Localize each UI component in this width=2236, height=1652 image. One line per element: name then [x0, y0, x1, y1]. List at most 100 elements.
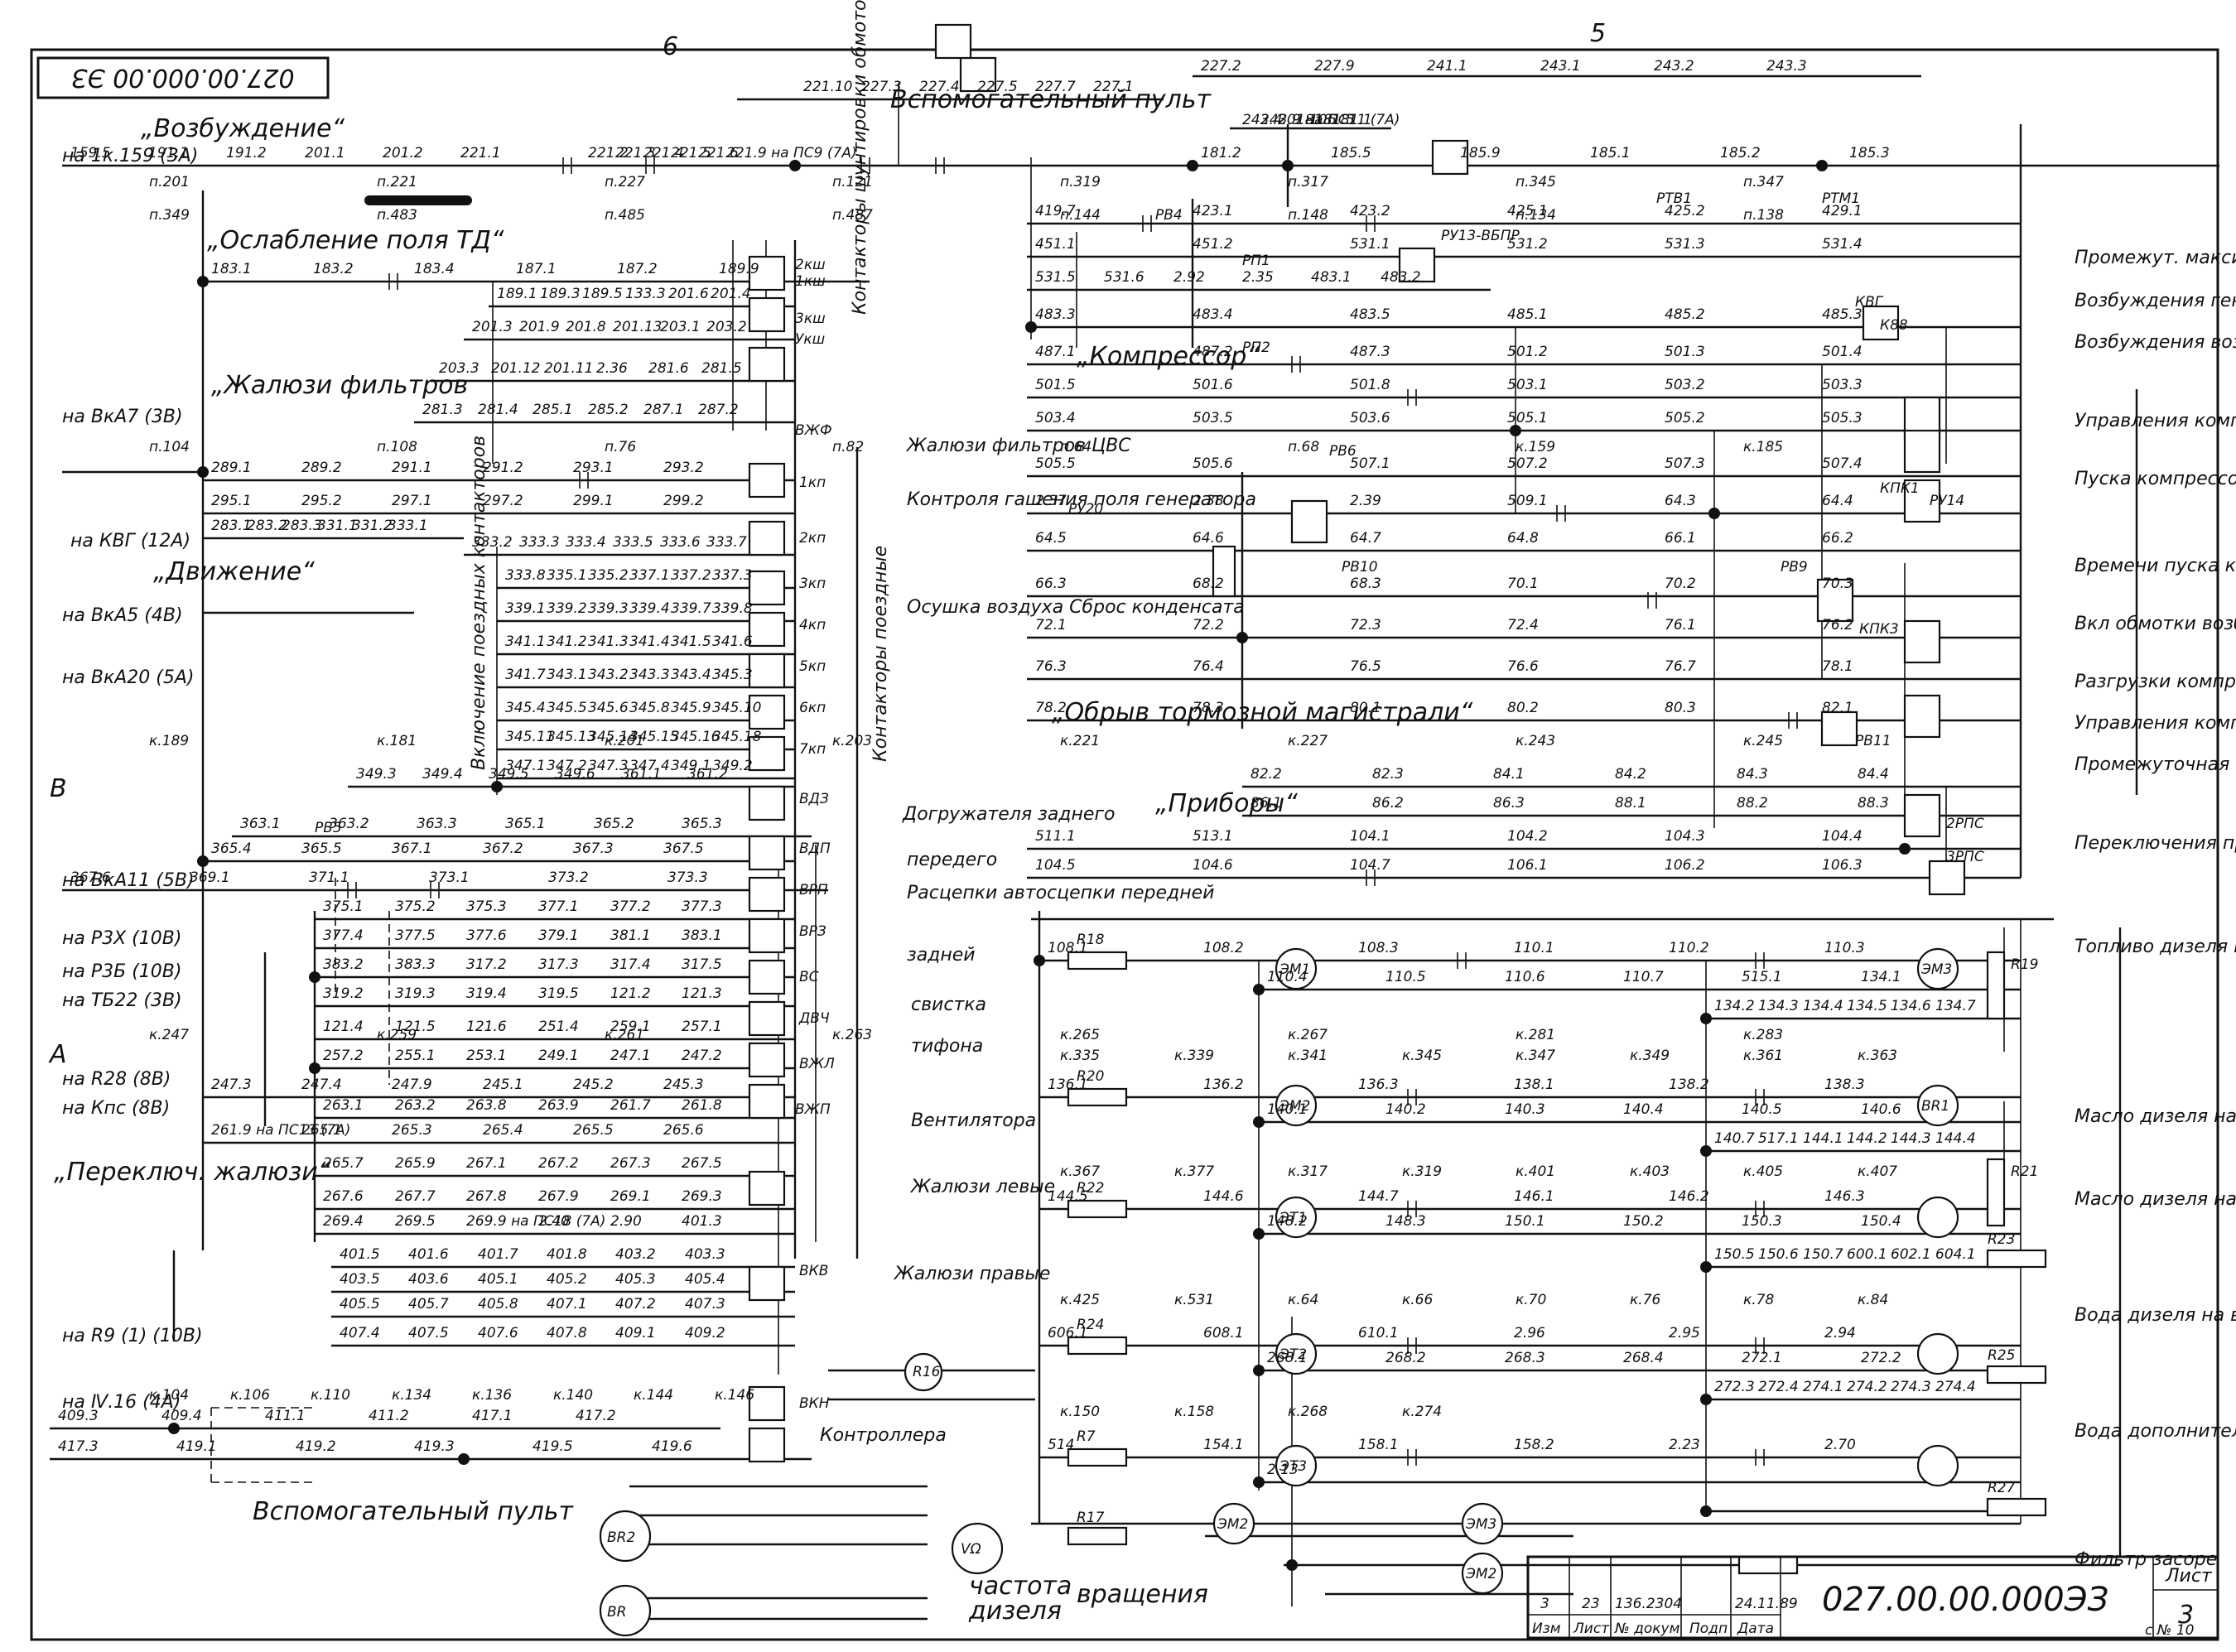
desc-fan: Вентилятора	[911, 1110, 1036, 1131]
sensor-label: ЭТ1	[1279, 1210, 1307, 1226]
point-label: п.76	[605, 439, 636, 455]
wire-label: 363.1	[240, 816, 281, 832]
point-label: к.363	[1858, 1048, 1897, 1064]
sheet-border	[30, 48, 2219, 1641]
point-label: п.221	[377, 174, 417, 190]
wire-label: 78.2	[1035, 700, 1067, 716]
wire-label: 383.2	[323, 956, 364, 973]
wire-label: 263.2	[395, 1097, 436, 1114]
wire-label: 138.1	[1514, 1076, 1554, 1093]
wire-label: 515.1	[1742, 969, 1782, 985]
wire-label: 369.1	[190, 869, 230, 886]
wire-label: 333.8	[505, 567, 546, 584]
wire-label: 345.6	[588, 700, 629, 716]
wire-label: 76.5	[1350, 658, 1381, 675]
wire-label: 221.10	[803, 79, 852, 95]
wire-label: 158.1	[1358, 1437, 1399, 1453]
wire-label: 505.5	[1035, 455, 1076, 472]
wire-label: 363.3	[417, 816, 457, 832]
point-label: к.158	[1174, 1404, 1214, 1420]
wire-label: 84.2	[1615, 766, 1646, 783]
wire-label: 503.2	[1665, 377, 1705, 393]
wire-label: 401.5	[340, 1246, 380, 1263]
coil-label: РУ20	[1068, 501, 1103, 518]
wire-label: 269.4	[323, 1213, 364, 1230]
coil-label: 1кп	[799, 474, 826, 491]
wire-label: 287.2	[698, 402, 739, 418]
wire-label: 80.2	[1507, 700, 1539, 716]
wire-label: 189.1	[497, 286, 537, 302]
wire-label: 82.3	[1372, 766, 1404, 783]
coil-label: ВЖЛ	[799, 1056, 835, 1072]
wire-label: 371.1	[309, 869, 349, 886]
desc-water-out: Вода дизеля на выходе	[2075, 1305, 2236, 1326]
wire-label: 405.1	[478, 1271, 518, 1288]
wire-label: 483.3	[1035, 306, 1076, 323]
coil-label: КВГ	[1855, 294, 1884, 311]
wire-label: 407.5	[408, 1325, 449, 1341]
row-mark-a: A	[48, 1040, 67, 1069]
wire-label: 144.3	[1891, 1130, 1931, 1147]
wire-label: 146.3	[1824, 1188, 1865, 1205]
desc-typhon: тифона	[911, 1036, 983, 1057]
wire-label: 403.6	[408, 1271, 449, 1288]
wire-label: 429.1	[1822, 203, 1863, 219]
wire-label: 243.9 на ПС11 (7А)	[1260, 112, 1400, 128]
wire-label: 347.2	[547, 758, 587, 774]
wire-label: 82.2	[1251, 766, 1282, 783]
point-label: п.134	[1516, 207, 1556, 224]
wire-label: 140.4	[1623, 1101, 1664, 1118]
relay-coils	[748, 23, 1966, 1463]
coil-label: 6кп	[799, 700, 826, 716]
sensor-label: R25	[1988, 1347, 2015, 1364]
point-label: п.317	[1288, 174, 1328, 190]
wire-label: 2.40	[538, 1213, 570, 1230]
wire-label: 66.2	[1822, 530, 1853, 547]
coil-label: ВЖП	[795, 1101, 831, 1118]
wire-label: 335.2	[588, 567, 629, 584]
wire-label: 483.1	[1311, 269, 1352, 286]
wire-label: 501.4	[1822, 344, 1863, 360]
ref-0: на 1к.159 (3А)	[62, 146, 198, 166]
wire-label: 265.1	[301, 1122, 342, 1139]
wire-label: 513.1	[1193, 828, 1233, 845]
wire-label: 247.9	[392, 1076, 432, 1093]
wire-label: 531.6	[1104, 269, 1145, 286]
sensor-label: ЭМ2	[1279, 1098, 1310, 1115]
desc-compressor-start-time: Времени пуска компрессора	[2075, 556, 2236, 576]
wire-label: 104.5	[1035, 857, 1076, 874]
wire-label: 263.8	[466, 1097, 507, 1114]
wire-label: 267.6	[323, 1188, 364, 1205]
tb-col-sign: Подп	[1689, 1621, 1728, 1637]
tb-sheet-val: 23	[1582, 1596, 1600, 1612]
label-aux-panel-top: Вспомогательный пульт	[890, 85, 1212, 114]
wire-label: 110.3	[1824, 940, 1865, 956]
point-label: к.189	[149, 733, 189, 749]
wire-label: 150.4	[1861, 1213, 1901, 1230]
wire-label: 299.1	[573, 493, 614, 509]
desc-filter-clog: Фильтр засоре	[2075, 1549, 2217, 1570]
desc-compressor-control-2: Управления компрессором	[2075, 713, 2236, 734]
wire-label: 146.2	[1669, 1188, 1709, 1205]
wire-label: 76.1	[1665, 617, 1696, 633]
wire-label: 201.12	[491, 360, 540, 377]
sensor-label: R19	[2011, 956, 2038, 973]
desc-compressor-control-1: Управления компрессором	[2075, 411, 2236, 431]
wire-label: 295.2	[301, 493, 342, 509]
wire-label: 483.4	[1193, 306, 1233, 323]
wire-label: 268.4	[1623, 1350, 1664, 1366]
wire-label: 201.11	[544, 360, 593, 377]
wire-label: 110.7	[1623, 969, 1664, 985]
wire-label: 138.3	[1824, 1076, 1865, 1093]
wire-label: 417.1	[472, 1408, 513, 1424]
desc-gen-excitation: Возбуждения генератора	[2075, 291, 2236, 311]
wire-label: 365.3	[682, 816, 722, 832]
sensor-label: R23	[1988, 1231, 2015, 1248]
wire-label: 86.3	[1493, 795, 1525, 812]
wire-label: 227.2	[1201, 58, 1241, 75]
point-label: к.70	[1516, 1292, 1546, 1308]
desc-field-suppression: Контроля гашения поля генератора	[907, 489, 1256, 510]
wire-label: 140.6	[1861, 1101, 1901, 1118]
wire-label: 517.1	[1758, 1130, 1799, 1147]
